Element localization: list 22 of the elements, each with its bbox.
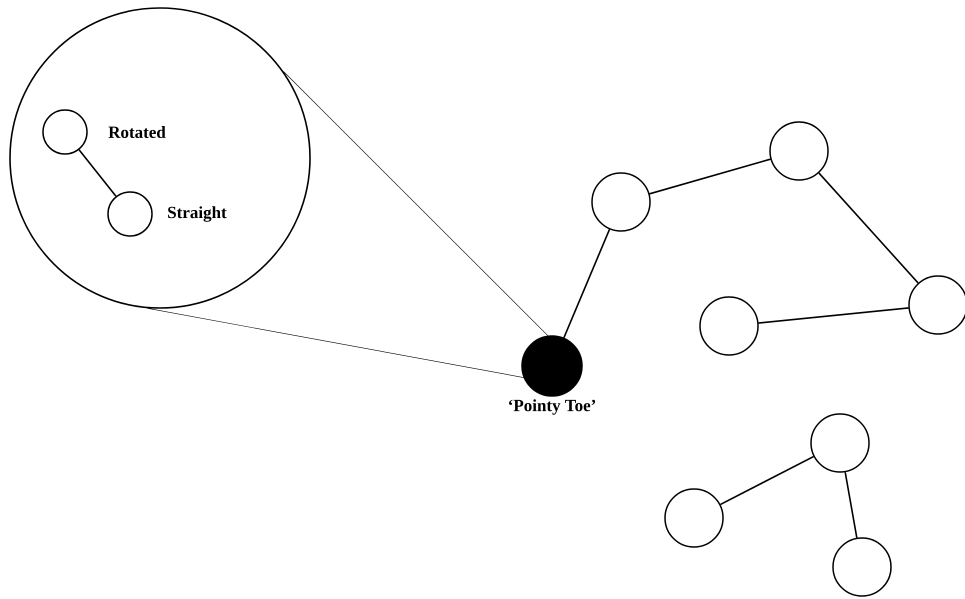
connector-line bbox=[720, 456, 814, 506]
circle-node bbox=[699, 296, 759, 356]
circle-node bbox=[810, 413, 870, 473]
node-label: Rotated bbox=[108, 126, 166, 138]
connector-line bbox=[844, 472, 858, 538]
circle-node bbox=[591, 172, 651, 232]
filled-circle bbox=[521, 335, 583, 397]
node-label: ‘Pointy Toe’ bbox=[509, 399, 596, 415]
circle-node bbox=[832, 537, 892, 597]
circle-node bbox=[664, 488, 724, 548]
connector-line bbox=[818, 172, 919, 284]
circle-node bbox=[42, 109, 88, 155]
connector-line bbox=[563, 229, 610, 338]
zoom-line bbox=[283, 71, 548, 336]
connector-line bbox=[78, 149, 116, 197]
zoom-line bbox=[146, 308, 524, 378]
connector-line bbox=[649, 158, 771, 195]
connector-line bbox=[758, 307, 908, 324]
circle-node bbox=[769, 121, 829, 181]
circle-node bbox=[107, 191, 153, 237]
magnifier-circle bbox=[9, 7, 311, 309]
node-label: Straight bbox=[168, 206, 227, 222]
